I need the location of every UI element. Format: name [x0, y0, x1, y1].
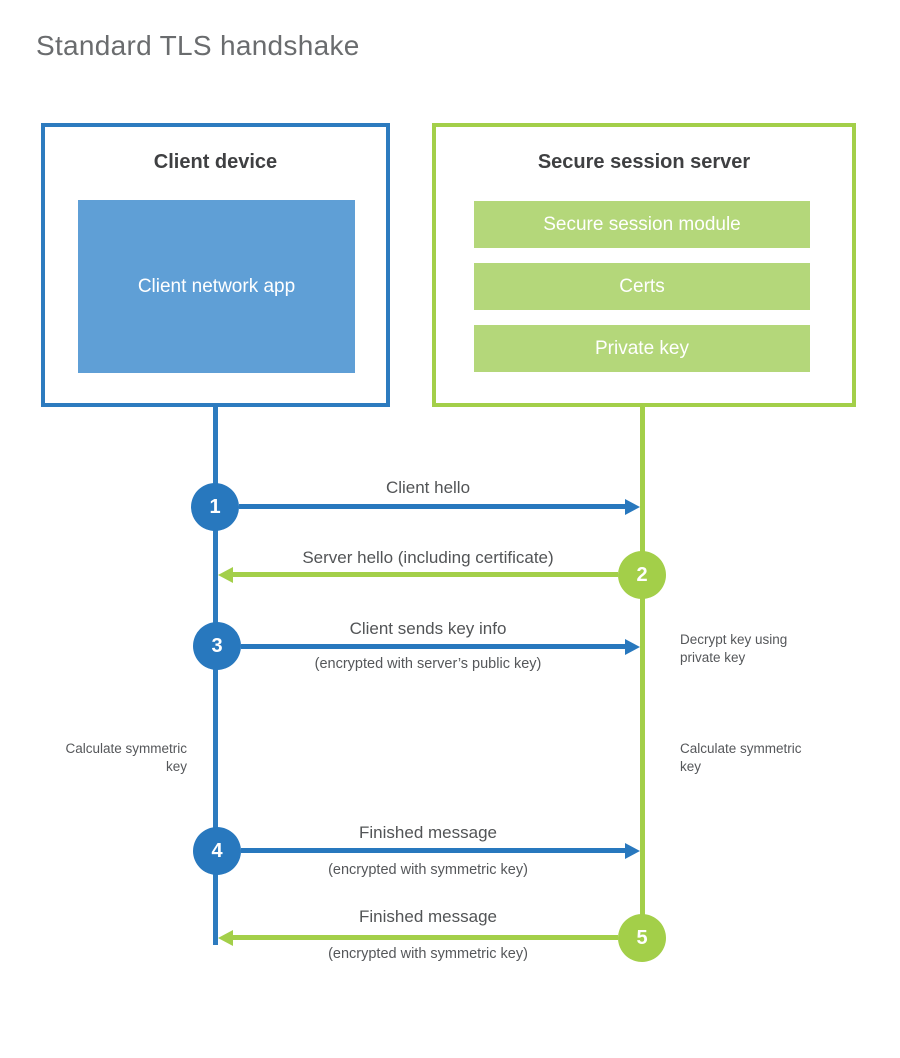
note-calculate-symmetric-key-client: Calculate symmetric key — [65, 741, 187, 774]
message-client-key-info: Client sends key info — [349, 619, 507, 638]
client-network-app-block: Client network app — [78, 200, 355, 373]
step-circle-3: 3 — [193, 622, 241, 670]
step-circle-2: 2 — [618, 551, 666, 599]
client-lifeline — [213, 407, 218, 945]
message-finished-server: Finished message — [359, 907, 497, 926]
server-module-secure-session: Secure session module — [474, 201, 810, 248]
arrow-client-hello — [239, 504, 627, 509]
message-client-key-info-sub: (encrypted with server’s public key) — [314, 656, 542, 672]
note-calculate-symmetric-key-server: Calculate symmetric key — [680, 741, 802, 774]
client-network-app-label: Client network app — [137, 275, 296, 297]
arrow-client-key-info — [241, 644, 627, 649]
client-device-title: Client device — [153, 151, 278, 173]
message-server-hello: Server hello (including certificate) — [302, 548, 554, 567]
arrow-finished-client — [241, 848, 627, 853]
arrow-left-icon — [218, 567, 233, 583]
server-lifeline — [640, 407, 645, 917]
step-circle-5: 5 — [618, 914, 666, 962]
arrow-left-icon — [218, 930, 233, 946]
arrow-finished-server — [233, 935, 618, 940]
message-client-hello: Client hello — [385, 478, 471, 497]
step-circle-1: 1 — [191, 483, 239, 531]
server-module-certs: Certs — [474, 263, 810, 310]
note-decrypt-key: Decrypt key using private key — [680, 632, 788, 665]
arrow-server-hello — [233, 572, 618, 577]
arrow-right-icon — [625, 499, 640, 515]
secure-session-server-title: Secure session server — [537, 151, 751, 173]
message-finished-client-sub: (encrypted with symmetric key) — [328, 862, 528, 878]
message-finished-client: Finished message — [359, 823, 497, 842]
message-finished-server-sub: (encrypted with symmetric key) — [328, 946, 528, 962]
step-circle-4: 4 — [193, 827, 241, 875]
server-module-private-key: Private key — [474, 325, 810, 372]
arrow-right-icon — [625, 639, 640, 655]
arrow-right-icon — [625, 843, 640, 859]
page-title: Standard TLS handshake — [36, 30, 360, 61]
